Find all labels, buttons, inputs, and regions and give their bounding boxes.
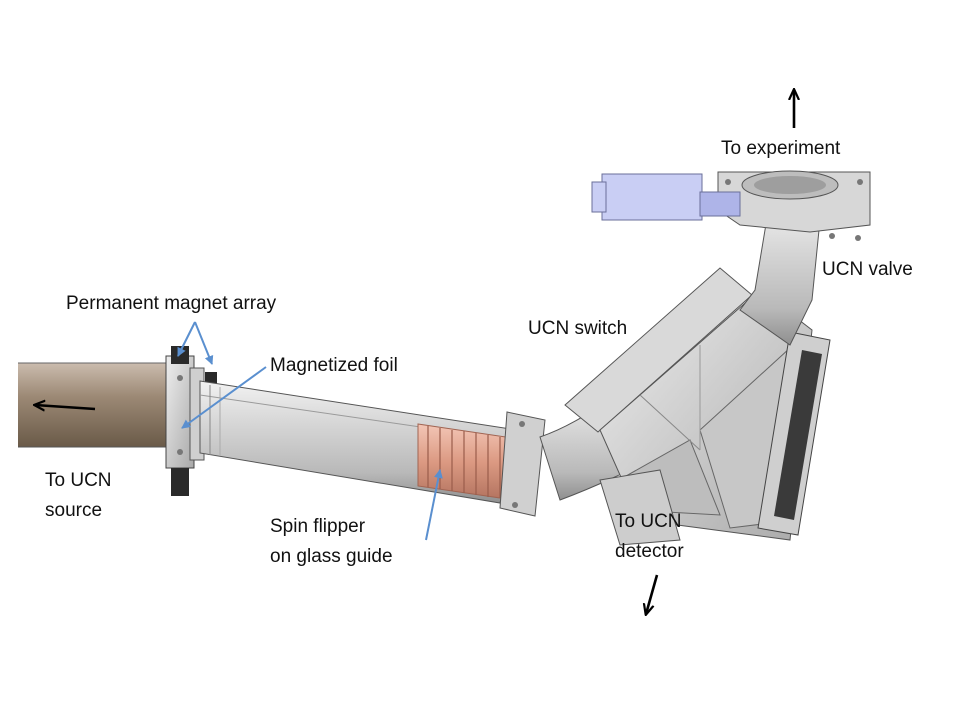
pointer-magnet-left [177,321,196,357]
arrow-to-detector [646,574,659,614]
label-to-ucn-source-line1: To UCN [45,470,112,491]
detector-port-flange [599,331,831,546]
label-to-ucn-source: To UCN source [45,466,112,526]
label-magnetized-foil: Magnetized foil [270,355,398,376]
valve-actuator [591,173,741,221]
label-to-ucn-detector-line2: detector [615,541,684,562]
arrow-to-source [35,405,96,409]
label-ucn-valve: UCN valve [822,259,913,280]
guide-flange [499,411,546,517]
label-ucn-switch: UCN switch [528,318,628,339]
label-spin-flipper-line1: Spin flipper [270,516,366,537]
label-permanent-magnet-array: Permanent magnet array [66,293,277,314]
label-to-ucn-detector: To UCN detector [615,507,684,567]
spin-flipper-coil [417,423,513,500]
ucn-valve [717,170,871,241]
label-spin-flipper-line2: on glass guide [270,546,393,567]
label-to-experiment: To experiment [721,138,841,159]
label-to-ucn-detector-line1: To UCN [615,511,682,532]
label-to-ucn-source-line2: source [45,500,103,521]
pointer-foil [181,366,267,429]
pointer-magnet-right [194,321,214,365]
pointer-spin-flipper [425,469,443,541]
label-spin-flipper: Spin flipper on glass guide [270,512,393,572]
